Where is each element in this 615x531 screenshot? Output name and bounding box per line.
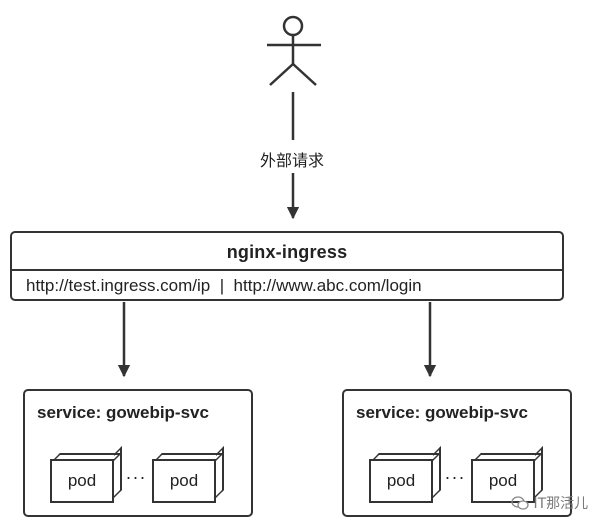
pod-label: pod [169,471,199,490]
pod-label: pod [488,471,518,490]
pod-box: pod [152,459,216,503]
watermark-text: IT那活儿 [533,496,589,512]
ingress-divider [12,269,562,271]
service-title: service: gowebip-svc [356,403,528,422]
request-label: 外部请求 [256,145,329,173]
pod-label: pod [386,471,416,490]
watermark: IT那活儿 [511,493,588,513]
pod-ellipsis: ··· [444,467,466,487]
pod-box: pod [369,459,433,503]
stick-figure-user-icon [267,15,321,86]
ingress-box: nginx-ingress http://test.ingress.com/ip… [10,231,564,301]
ingress-routes: http://test.ingress.com/ip | http://www.… [26,276,422,295]
service-box-right: service: gowebip-svc pod ··· pod [342,389,572,517]
wechat-icon [511,496,529,510]
pod-box: pod [471,459,535,503]
pod-ellipsis: ··· [125,467,147,487]
pod-label: pod [67,471,97,490]
service-title: service: gowebip-svc [37,403,209,422]
service-box-left: service: gowebip-svc pod ··· pod [23,389,253,517]
ingress-title: nginx-ingress [226,242,348,262]
pod-box: pod [50,459,114,503]
